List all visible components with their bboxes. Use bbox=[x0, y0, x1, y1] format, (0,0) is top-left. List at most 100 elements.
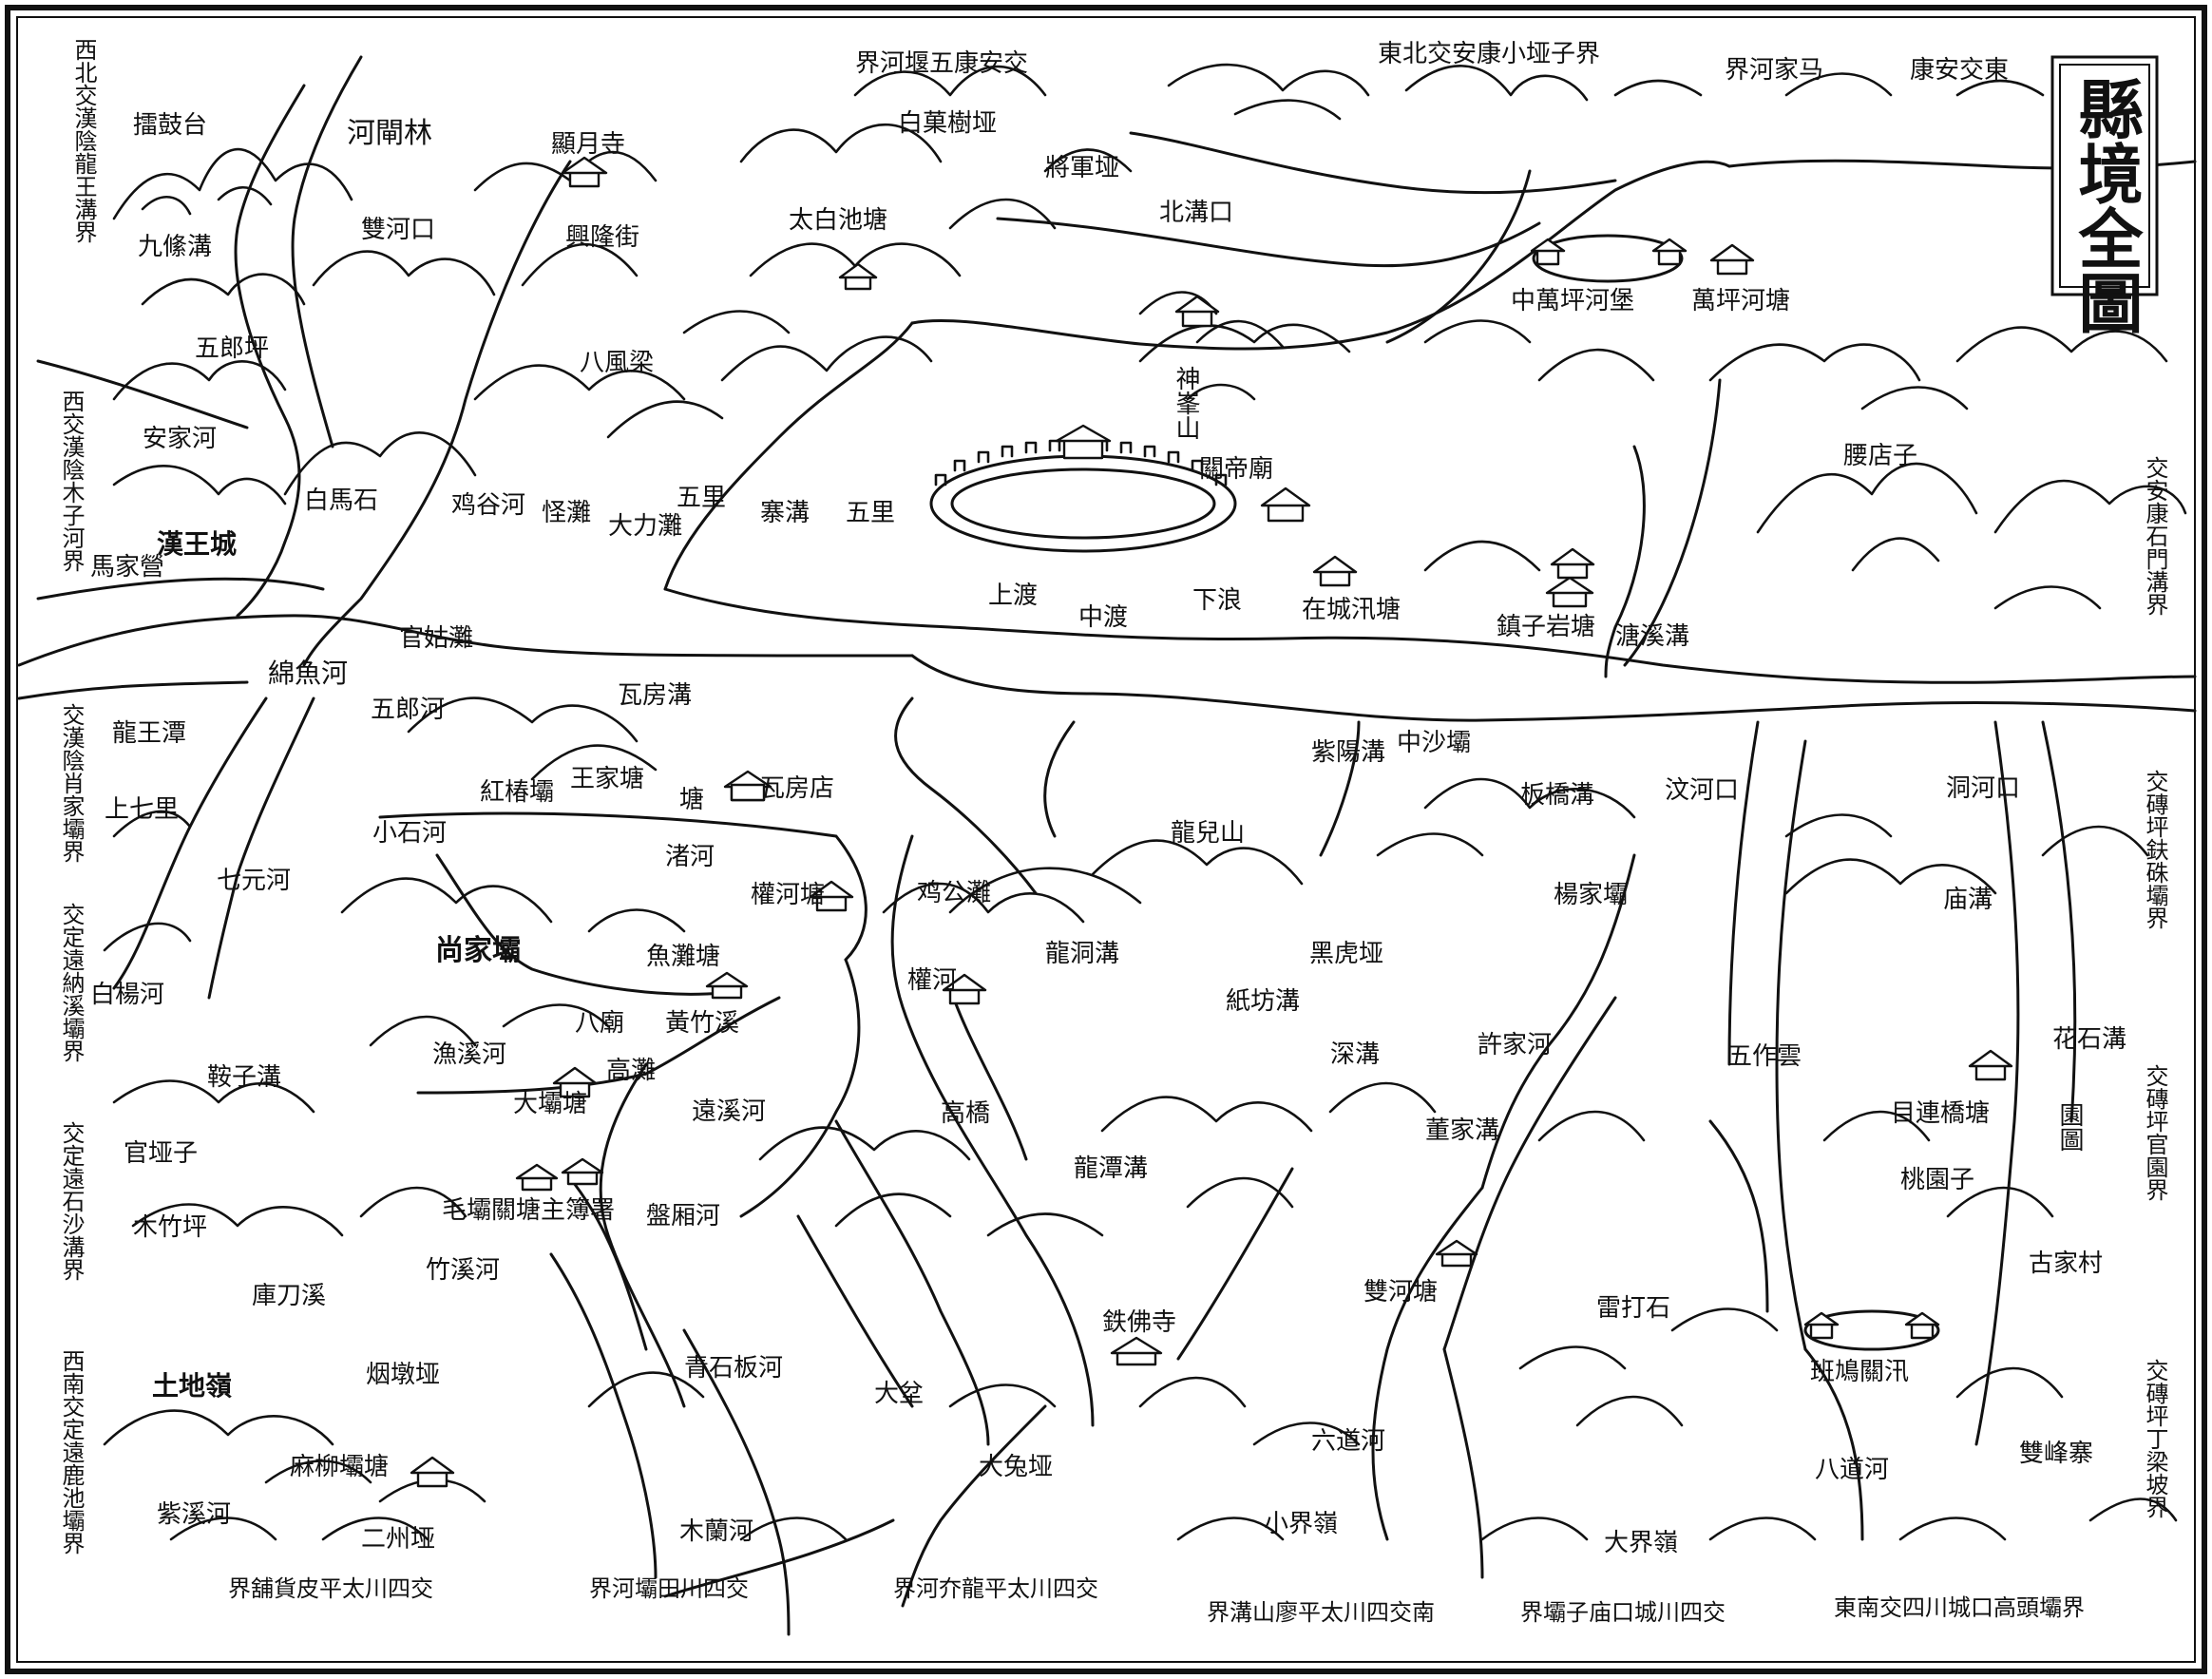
place-label: 五作雲 bbox=[1727, 1042, 1802, 1071]
house-icon bbox=[942, 973, 987, 1005]
place-label: 竹溪河 bbox=[426, 1256, 500, 1285]
mountain-range bbox=[103, 63, 2187, 1541]
place-label: 上七里 bbox=[105, 795, 179, 824]
place-label: 小石河 bbox=[372, 819, 447, 848]
place-label: 雙峰寨 bbox=[2019, 1440, 2093, 1468]
place-label: 怪灘 bbox=[542, 499, 591, 527]
place-label: 太白池塘 bbox=[789, 206, 887, 235]
place-label: 神峯山 bbox=[1172, 366, 1200, 440]
place-label: 紫溪河 bbox=[157, 1500, 231, 1529]
place-label: 中渡 bbox=[1078, 603, 1128, 632]
place-label: 九絛溝 bbox=[138, 233, 212, 261]
place-label: 大兔垭 bbox=[979, 1453, 1053, 1481]
place-label: 庫刀溪 bbox=[252, 1282, 326, 1310]
place-label: 庙溝 bbox=[1943, 886, 1993, 914]
place-label: 二州垭 bbox=[361, 1525, 435, 1554]
house-icon bbox=[1651, 238, 1688, 266]
place-label: 下浪 bbox=[1192, 586, 1242, 615]
map-title-box: 縣境全圖 bbox=[2050, 55, 2159, 334]
place-label: 大力灘 bbox=[608, 512, 682, 541]
border-label: 界河壩田川四交 bbox=[589, 1575, 749, 1602]
place-label: 龍洞溝 bbox=[1045, 940, 1119, 968]
place-label: 紅椿壩 bbox=[480, 778, 554, 807]
place-label: 馬家營 bbox=[90, 553, 164, 582]
labels: 界河堰五康安交 東北交安康小垭子界 界河家马 康安交東 西北交漢陰龍王溝界 西交… bbox=[58, 38, 2168, 1626]
place-label: 漢王城 bbox=[157, 528, 237, 560]
place-label: 官垭子 bbox=[124, 1139, 198, 1168]
place-label: 鸡公灘 bbox=[917, 879, 991, 907]
place-label: 綿魚河 bbox=[268, 658, 348, 689]
temple-icon bbox=[1110, 1336, 1163, 1366]
place-label: 五郎河 bbox=[371, 696, 445, 724]
place-label: 權河塘 bbox=[751, 881, 825, 909]
house-icon bbox=[410, 1456, 455, 1488]
border-label: 界河堰五康安交 bbox=[855, 49, 1028, 78]
place-label: 土地嶺 bbox=[152, 1370, 232, 1402]
house-icon bbox=[730, 783, 766, 802]
place-label: 桃園子 bbox=[1900, 1166, 1974, 1194]
place-label: 興隆街 bbox=[565, 223, 639, 252]
place-label: 雙河口 bbox=[361, 216, 435, 244]
temple-icon bbox=[1174, 295, 1220, 328]
place-label: 八風梁 bbox=[580, 349, 654, 377]
place-label: 官姑灘 bbox=[399, 624, 473, 653]
place-label: 大界嶺 bbox=[1604, 1529, 1678, 1557]
border-label: 界河夰龍平太川四交 bbox=[893, 1575, 1098, 1602]
place-label: 五郎坪 bbox=[195, 334, 269, 363]
border-label: 界舖貨皮平太川四交 bbox=[228, 1575, 433, 1602]
place-label: 白菓樹垭 bbox=[898, 109, 997, 138]
border-label: 交磚坪鈇硃壩界 bbox=[2142, 770, 2168, 929]
place-label: 六道河 bbox=[1311, 1427, 1385, 1456]
place-label: 溏溪溝 bbox=[1615, 622, 1689, 651]
border-label: 西北交漢陰龍王溝界 bbox=[70, 38, 97, 243]
border-label: 界壩子庙口城川四交 bbox=[1520, 1599, 1726, 1626]
place-label: 漁溪河 bbox=[432, 1040, 506, 1069]
temple-icon bbox=[1312, 555, 1358, 587]
place-label: 萬坪河塘 bbox=[1691, 287, 1790, 315]
place-label: 黃竹溪 bbox=[665, 1009, 739, 1038]
place-label: 麻柳壩塘 bbox=[290, 1453, 389, 1481]
border-label: 交定遠納溪壩界 bbox=[58, 903, 85, 1062]
place-label: 瓦房店 bbox=[760, 774, 834, 803]
place-label: 北溝口 bbox=[1159, 199, 1233, 227]
house-icon bbox=[1550, 547, 1595, 580]
temple-icon bbox=[1260, 487, 1311, 523]
place-label: 塘 bbox=[679, 786, 704, 814]
place-label: 鸡谷河 bbox=[451, 491, 525, 520]
place-label: 深溝 bbox=[1330, 1040, 1380, 1069]
house-icon bbox=[1530, 238, 1566, 266]
place-label: 八廟 bbox=[575, 1009, 624, 1038]
place-label: 董家溝 bbox=[1425, 1116, 1499, 1145]
place-label: 上渡 bbox=[988, 582, 1038, 610]
place-label: 木蘭河 bbox=[679, 1517, 753, 1546]
place-label: 高橋 bbox=[941, 1099, 990, 1128]
place-label: 楊家壩 bbox=[1554, 881, 1628, 909]
border-label: 交磚坪丁梁坡界 bbox=[2142, 1359, 2168, 1518]
place-label: 渚河 bbox=[665, 843, 715, 871]
border-label: 界河家马 bbox=[1725, 56, 1823, 85]
buildings bbox=[410, 156, 2013, 1488]
house-icon bbox=[1545, 576, 1594, 608]
place-label: 腰店子 bbox=[1843, 442, 1917, 470]
place-label: 烟墩垭 bbox=[366, 1361, 440, 1389]
place-label: 寨溝 bbox=[760, 499, 810, 527]
house-icon bbox=[809, 880, 854, 912]
border-label: 康安交東 bbox=[1910, 56, 2009, 85]
border-label: 西交漢陰木子河界 bbox=[58, 390, 85, 572]
gate-tower bbox=[1055, 424, 1112, 460]
place-label: 小界嶺 bbox=[1264, 1510, 1338, 1538]
place-label: 班鳩關汛 bbox=[1810, 1358, 1909, 1386]
house-icon bbox=[1803, 1311, 1840, 1340]
place-label: 五里 bbox=[677, 484, 726, 512]
border-label: 界溝山廖平太川四交南 bbox=[1207, 1599, 1435, 1626]
place-label: 龍王潭 bbox=[112, 719, 186, 748]
house-icon bbox=[705, 971, 749, 1000]
border-label: 東北交安康小垭子界 bbox=[1378, 40, 1600, 68]
house-icon bbox=[552, 1066, 598, 1098]
place-label: 鉄佛寺 bbox=[1102, 1308, 1176, 1337]
place-label: 大壩塘 bbox=[513, 1090, 587, 1118]
place-label: 白楊河 bbox=[90, 981, 164, 1009]
temple-icon bbox=[561, 156, 608, 188]
place-label: 龍潭溝 bbox=[1074, 1154, 1148, 1183]
temple-icon bbox=[838, 262, 878, 291]
